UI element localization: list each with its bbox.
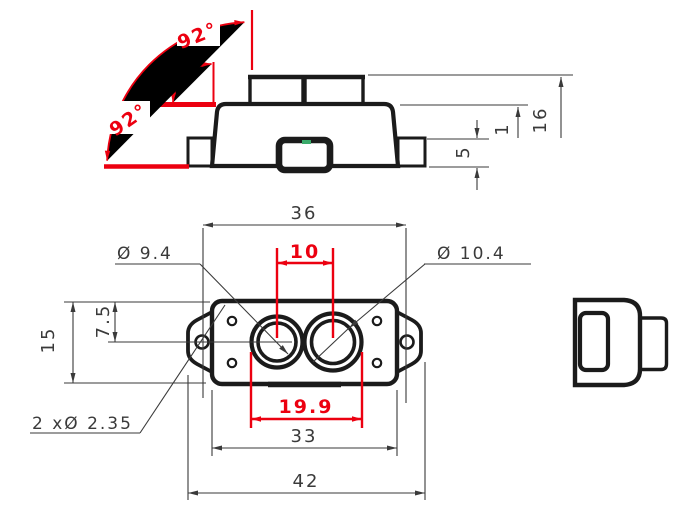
diameter-callouts: Ø 9.4 Ø 10.4 2 xØ 2.35 [30, 244, 531, 434]
label-mount-hole-callout: 2 xØ 2.35 [32, 414, 133, 434]
front-view-dimensions: 36 33 42 15 7.5 [38, 203, 425, 496]
profile-front-face [577, 310, 611, 373]
side-lens-hood-left [248, 75, 305, 106]
dim-lens-spacing: 10 [290, 241, 320, 263]
corner-hole-bottom-right [371, 357, 383, 369]
dim-lens-outer-span: 19.9 [279, 396, 334, 418]
led-indicator [302, 140, 311, 144]
dim-step-height: 1 [492, 122, 513, 135]
profile-view [572, 297, 669, 388]
profile-back-block [640, 316, 669, 372]
side-mount-tab-left [186, 136, 214, 168]
label-right-lens-dia: Ø 10.4 [437, 244, 506, 264]
dim-total-height: 16 [530, 107, 551, 134]
corner-hole-top-left [226, 315, 238, 327]
angle-upper-text-backing [177, 17, 220, 46]
dim-body-width: 33 [291, 426, 318, 447]
front-view: 36 33 42 15 7.5 Ø 9.4 Ø 10.4 2 xØ 2.35 [30, 203, 531, 500]
dim-overall-width: 42 [293, 471, 320, 492]
front-ear-right [396, 310, 423, 374]
front-view-red-dimensions [249, 248, 364, 428]
ear-hole-right [399, 334, 415, 350]
dim-tab-height: 5 [453, 145, 474, 158]
side-connector-socket [275, 136, 334, 174]
side-view: 92° 92° 16 1 5 [104, 10, 573, 190]
dim-hole-span: 36 [291, 203, 318, 224]
angle-lower-text-backing [106, 101, 150, 134]
side-view-extension-lines [368, 74, 573, 168]
side-mount-tab-right [396, 136, 427, 168]
dim-lens-center-offset: 7.5 [93, 304, 114, 339]
label-left-lens-dia: Ø 9.4 [117, 244, 173, 264]
dim-body-height: 15 [38, 327, 59, 354]
corner-hole-top-right [371, 315, 383, 327]
corner-hole-bottom-left [226, 357, 238, 369]
side-lens-hood-right [303, 75, 365, 106]
side-view-dimensions: 16 1 5 [453, 77, 564, 190]
front-view-extension-lines [64, 228, 426, 500]
